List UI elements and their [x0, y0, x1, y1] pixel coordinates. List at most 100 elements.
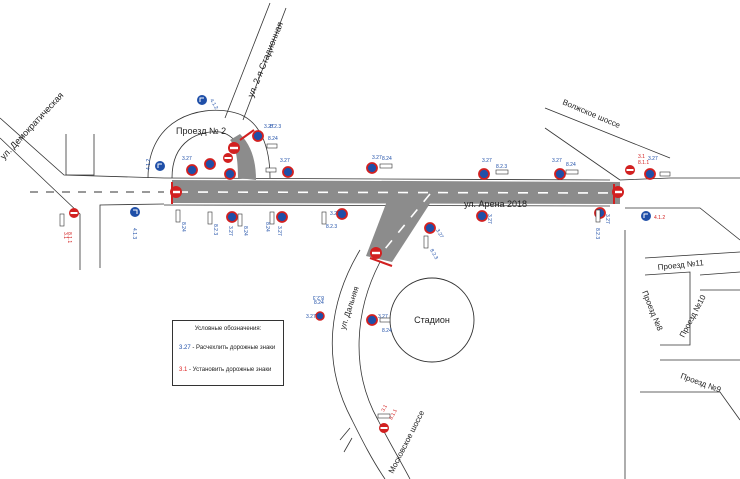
street-arena-edge-top	[163, 177, 611, 181]
sign-3-27-d: 3.27	[366, 155, 382, 174]
sign-3-27-p: 3.27	[366, 314, 388, 326]
street-moskovskoe-extra	[339, 427, 353, 453]
sign-3-27-j: 3.27	[424, 222, 444, 240]
sign-3-1-volzhskoe: 3.1 8.1.1	[625, 154, 649, 175]
street-stadionnaya-edge-right	[242, 7, 287, 121]
sign-3-27-q: 3.27	[306, 311, 325, 321]
sign-3-1-demokraticheskaya: 3.1 8.1.1	[62, 208, 79, 243]
svg-text:3.27: 3.27	[306, 314, 316, 320]
label-proezd10: Проезд №10	[678, 293, 708, 339]
sign-3-1-moskovskoe: 3.1 8.1.1	[379, 404, 399, 433]
street-demokraticheskaya-edge-top	[0, 117, 165, 179]
proezd2-loop-outer	[147, 109, 271, 179]
svg-text:8.2.3: 8.2.3	[594, 228, 600, 239]
block-east-1	[625, 207, 740, 241]
sign-3-27-f: 3.27	[552, 158, 566, 180]
sign-3-27-k: 3.27	[280, 158, 294, 178]
street-demokraticheskaya-edge-bottom2	[99, 203, 165, 268]
sign-4-1-2-east: 4.1.2	[641, 211, 665, 221]
tablet-labels: 8.24 8.2.3 8.24 8.24 8.2.3 8.24 8.2.3 8.…	[180, 124, 600, 334]
legend-install-code: 3.1	[179, 367, 188, 373]
svg-text:4.1.2: 4.1.2	[146, 159, 152, 170]
svg-text:3.27: 3.27	[378, 314, 388, 320]
sign-3-1-proezd2-b	[223, 153, 233, 163]
closed-dalnyaya-ramp	[366, 188, 440, 262]
label-proezd9: Проезд №9	[679, 371, 722, 394]
stadium-label: Стадион	[414, 315, 450, 325]
svg-text:3.1: 3.1	[62, 232, 68, 239]
svg-text:3.1: 3.1	[638, 154, 645, 160]
svg-text:4.1.2: 4.1.2	[208, 98, 219, 111]
legend-row-install: 3.1 - Установить дорожные знаки	[179, 367, 279, 374]
svg-text:3.27: 3.27	[276, 226, 282, 236]
label-demokraticheskaya: ул. Демократическая	[0, 90, 66, 161]
legend-row-uncover: 3.27 - Расчехлить дорожные знаки	[179, 345, 279, 352]
block-east-8	[640, 391, 740, 421]
svg-text:3.27: 3.27	[604, 214, 610, 224]
legend: Условные обозначения: 3.27 - Расчехлить …	[172, 320, 284, 386]
legend-uncover-code: 3.27	[179, 345, 191, 351]
svg-text:3.27: 3.27	[372, 155, 382, 161]
svg-text:8.24: 8.24	[382, 156, 392, 162]
sign-4-1-3-west: 4.1.3	[130, 207, 140, 239]
sign-3-27-g: 3.27	[644, 156, 658, 180]
tablets-8-24	[59, 143, 671, 419]
closed-roadway	[172, 134, 620, 262]
road-signs: 3.27 3.27 3.27 3.27 3.27 3.27 3.27 3.27	[59, 95, 671, 433]
svg-text:8.24: 8.24	[268, 136, 278, 142]
svg-text:8.24: 8.24	[382, 328, 392, 334]
sign-3-27-h: 3.27	[476, 210, 492, 224]
svg-text:8.1.1: 8.1.1	[388, 408, 398, 421]
street-volzhskoe-right	[619, 177, 740, 181]
svg-text:8.24: 8.24	[566, 162, 576, 168]
svg-text:3.27: 3.27	[227, 226, 233, 236]
lane-dash-arena	[177, 191, 616, 194]
svg-text:3.27: 3.27	[330, 211, 340, 217]
svg-text:3.27: 3.27	[280, 158, 290, 164]
svg-text:8.2.3: 8.2.3	[428, 248, 439, 261]
sign-3-27-l: 3.27	[252, 124, 274, 142]
label-dalnyaya: ул. Дальняя	[338, 285, 360, 330]
legend-uncover-text: - Расчехлить дорожные знаки	[192, 345, 276, 351]
svg-text:8.24: 8.24	[264, 222, 270, 232]
sign-4-1-2-loop: 4.1.2	[146, 159, 165, 171]
sign-4-1-2-north: 4.1.2	[197, 95, 219, 111]
block-east-4	[644, 271, 691, 346]
sign-3-27-b: 3.27	[276, 211, 288, 236]
sign-3-27-n	[204, 158, 216, 170]
sign-3-27-e: 3.27	[478, 158, 492, 180]
svg-text:3.27: 3.27	[434, 228, 444, 240]
svg-text:3.27: 3.27	[552, 158, 562, 164]
sign-3-1-dalnyaya	[370, 247, 382, 259]
svg-text:4.1.3: 4.1.3	[131, 228, 137, 239]
street-stadionnaya-edge-left	[224, 2, 271, 119]
street-demokraticheskaya-edge-bottom	[0, 137, 81, 270]
legend-install-text: - Установить дорожные знаки	[189, 367, 272, 373]
street-dalnyaya-edge-outer	[331, 249, 386, 479]
svg-text:4.1.2: 4.1.2	[654, 215, 665, 221]
lane-markings	[177, 191, 616, 256]
lane-dash-ramp	[379, 193, 431, 256]
sign-3-27-a: 3.27	[226, 211, 238, 236]
street-dalnyaya-edge-inner	[358, 261, 411, 479]
label-arena2018: ул. Арена 2018	[464, 199, 527, 209]
label-proezd8: Проезд №8	[640, 289, 664, 332]
svg-text:8.24: 8.24	[242, 226, 248, 236]
svg-text:8.1.1: 8.1.1	[66, 232, 72, 243]
svg-text:3.27: 3.27	[264, 124, 274, 130]
svg-text:8.2.3: 8.2.3	[326, 224, 337, 230]
svg-text:8.24: 8.24	[314, 300, 324, 306]
legend-title: Условные обозначения:	[194, 326, 262, 332]
barriers	[171, 129, 615, 267]
sign-3-1-proezd2	[228, 142, 240, 154]
svg-text:8.2.3: 8.2.3	[270, 124, 281, 130]
svg-text:3.27: 3.27	[486, 214, 492, 224]
block-outline-left	[65, 134, 95, 176]
sign-3-27-m: 3.27	[182, 156, 198, 176]
block-east-3	[644, 251, 740, 259]
label-volzhskoe: Волжское шоссе	[561, 98, 622, 131]
svg-text:3.27: 3.27	[648, 156, 658, 162]
svg-text:8.1.1: 8.1.1	[638, 160, 649, 166]
